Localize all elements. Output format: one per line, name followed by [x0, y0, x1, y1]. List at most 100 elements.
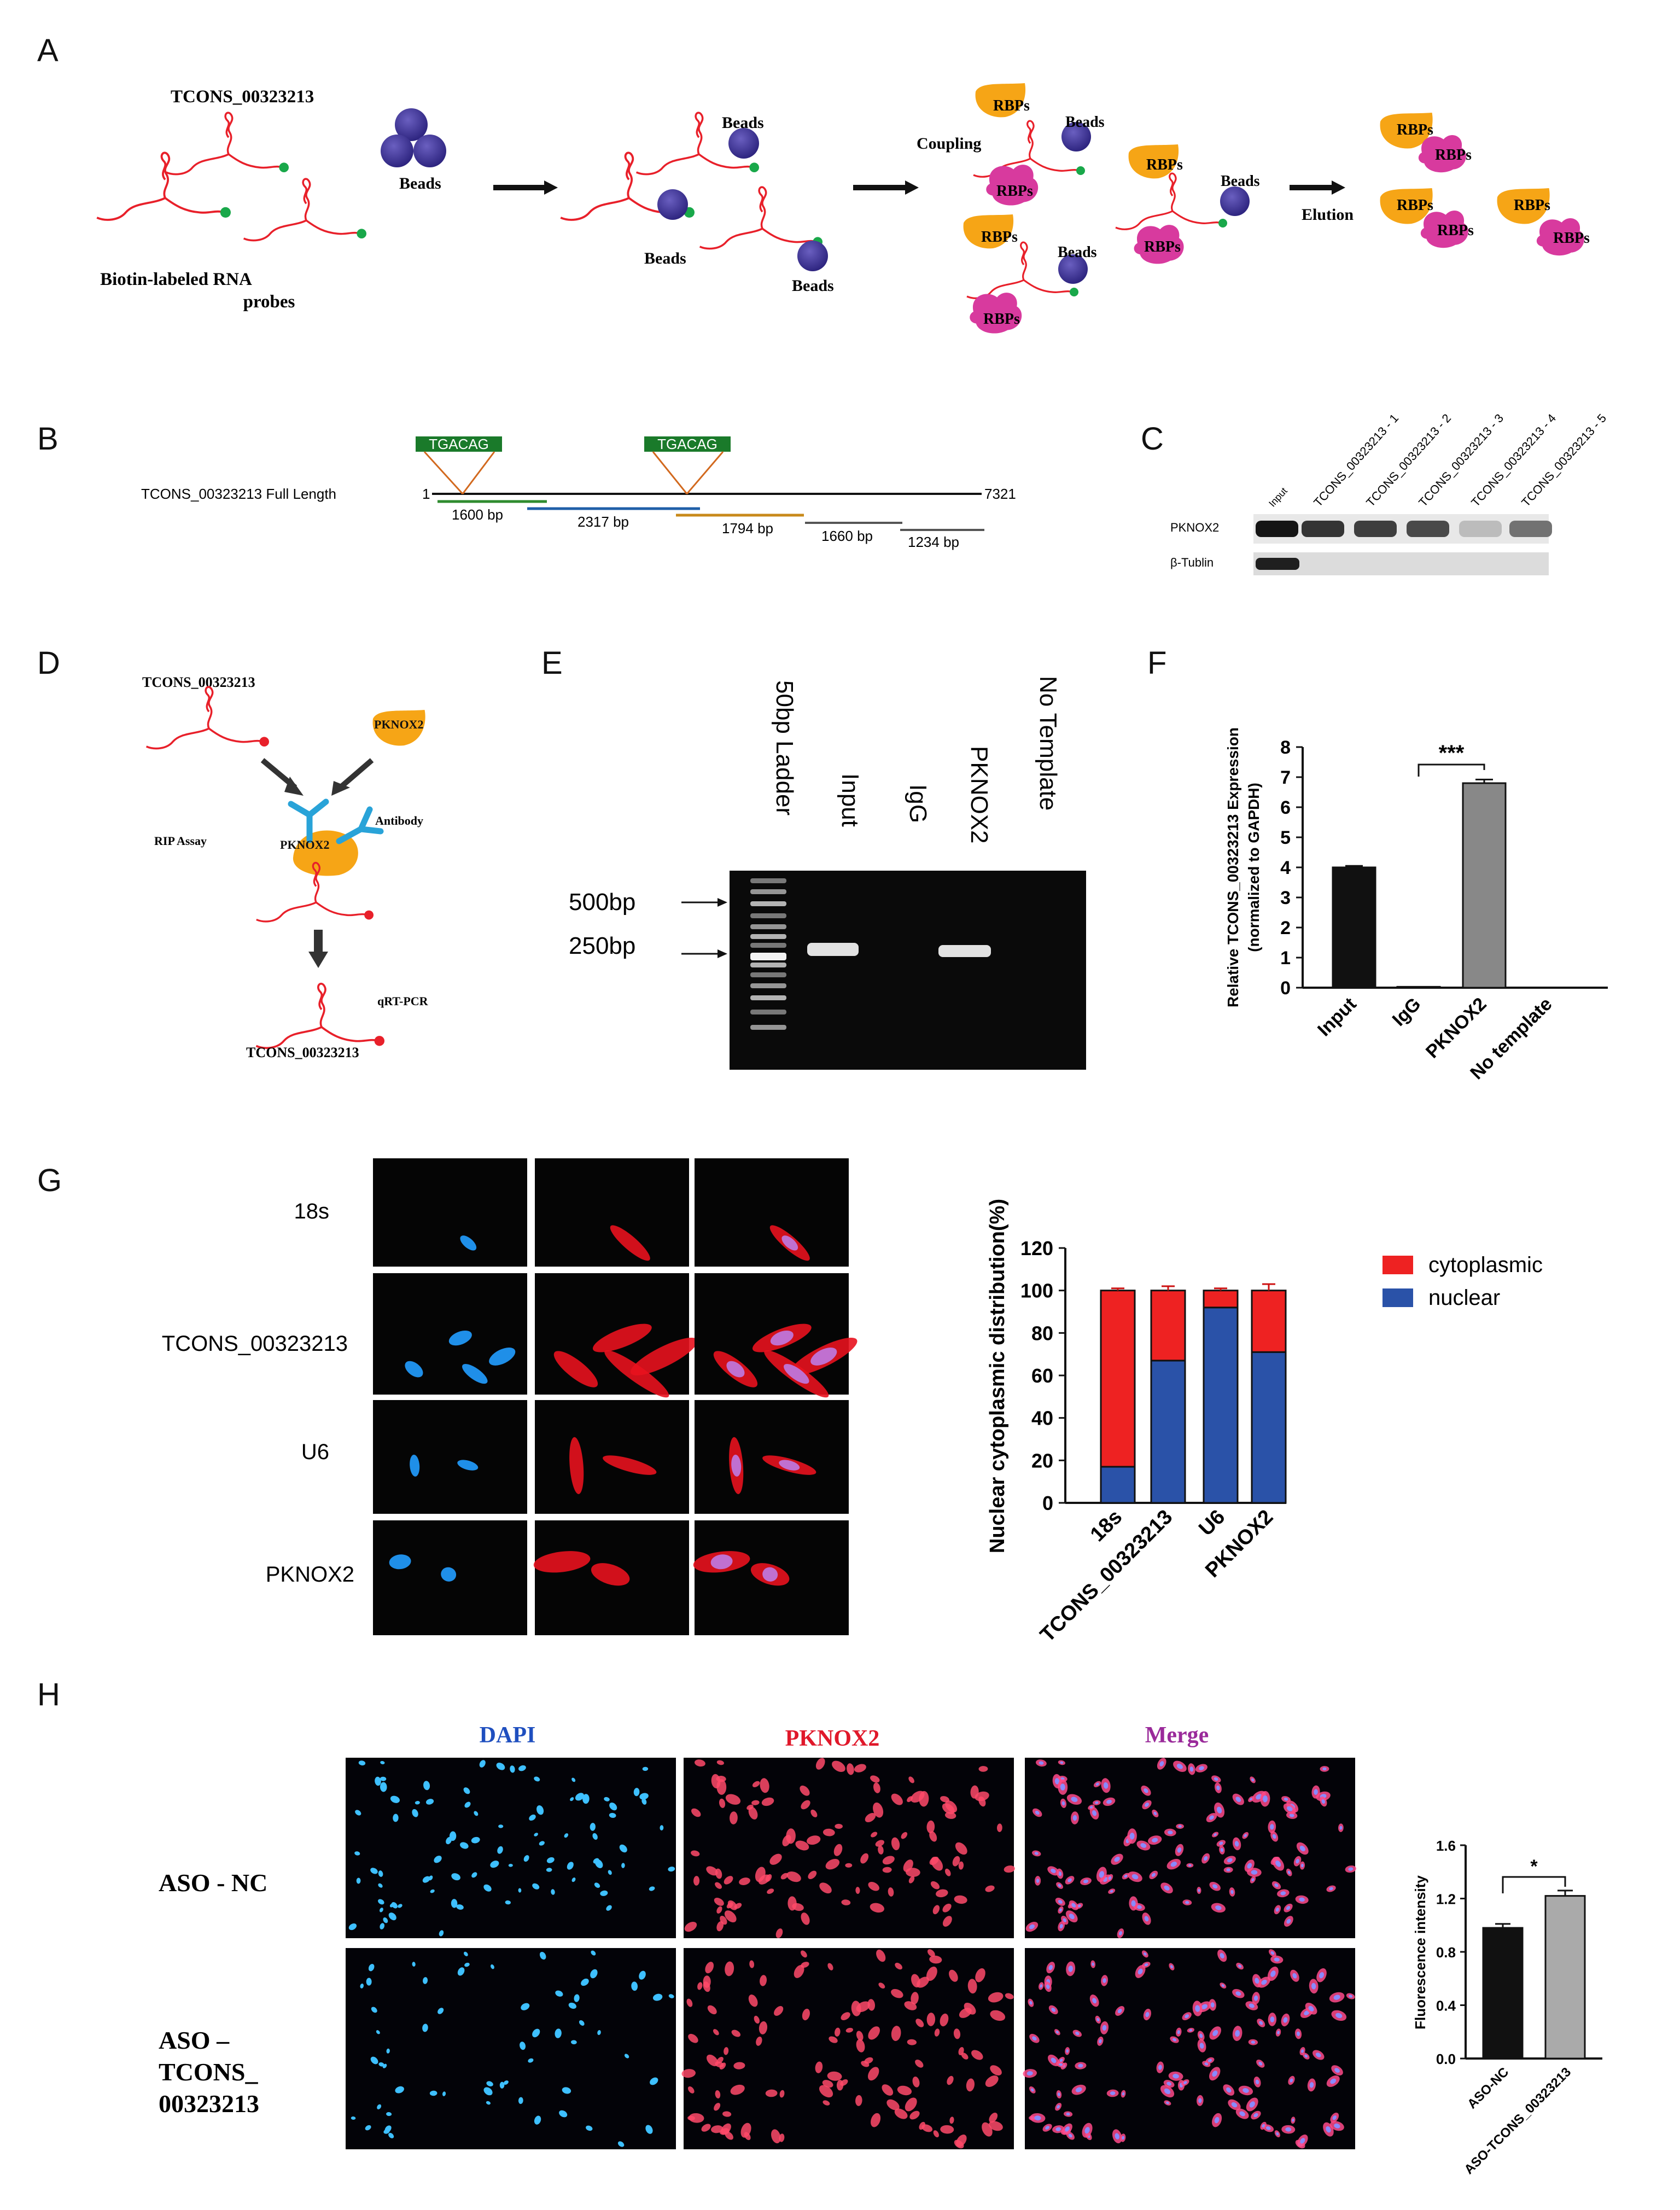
cell-red	[835, 2027, 841, 2037]
nucleus-merge	[1189, 2029, 1193, 2032]
micrograph-field	[681, 1948, 1014, 2149]
cell-red	[876, 1949, 886, 1962]
cell-red	[940, 2125, 954, 2134]
nucleus-merge	[1216, 1806, 1222, 1814]
nucleus-blue	[474, 1811, 479, 1816]
nucleus-blue	[539, 1951, 546, 1960]
nucleus-merge	[1296, 1859, 1299, 1864]
position-end: 7321	[984, 486, 1016, 502]
cell-red	[867, 1999, 876, 2011]
cell-red	[856, 2031, 864, 2041]
cell-red	[932, 1905, 940, 1915]
cell-red	[687, 2086, 695, 2094]
nucleus-blue	[412, 1962, 416, 1967]
nucleus-merge	[1287, 1870, 1291, 1874]
cell-red	[695, 1759, 705, 1767]
nucleus-blue	[496, 1763, 505, 1770]
arrow-icon	[1290, 180, 1345, 195]
nucleus-merge	[1103, 1782, 1109, 1789]
nucleus-blue	[639, 1970, 646, 1980]
nucleus-merge	[1214, 2116, 1220, 2124]
gel-lane-label: No Template	[1035, 676, 1061, 810]
pknox2-label: PKNOX2	[374, 718, 423, 731]
nucleus-merge	[1270, 1970, 1276, 1977]
cell-red	[868, 2026, 880, 2040]
nucleus-blue	[581, 1978, 589, 1986]
nucleus-merge	[1066, 2113, 1070, 2116]
cell-red	[942, 1916, 952, 1927]
nucleus-blue	[377, 2104, 382, 2109]
nucleus-merge	[1199, 2043, 1204, 2049]
cell-red	[800, 1950, 807, 1958]
nucleus-merge	[1212, 1884, 1218, 1889]
cell-red	[955, 1842, 967, 1855]
nucleus-merge	[1235, 1797, 1241, 1802]
nucleus-merge	[1249, 2101, 1255, 2108]
gel-lane-label: PKNOX2	[966, 746, 993, 844]
arrow-icon	[681, 898, 727, 958]
nucleus-blue	[518, 2097, 523, 2104]
nucleus-merge	[1153, 1811, 1157, 1816]
y-tick-label: 20	[1031, 1449, 1053, 1472]
nucleus-blue	[591, 1950, 596, 1956]
cell-red	[748, 1806, 758, 1820]
nucleus-merge	[1057, 2105, 1060, 2109]
nucleus-merge	[1185, 1900, 1189, 1904]
cell-red	[871, 1832, 878, 1838]
cell-red	[701, 2124, 711, 2132]
cell-red	[714, 1898, 724, 1906]
cell-red	[822, 2100, 830, 2106]
cell-red	[868, 1881, 879, 1891]
micrograph-field	[684, 1758, 1015, 1938]
cell-red	[882, 2084, 894, 2096]
nucleus-blue	[389, 1554, 411, 1570]
nucleus-merge	[1247, 1863, 1252, 1869]
cell-red	[716, 2057, 724, 2064]
nucleus-blue	[639, 1793, 649, 1800]
stacked-bar-cytoplasmic	[1150, 1290, 1186, 1362]
nucleus-merge	[1131, 1900, 1136, 1907]
cell-red	[724, 1876, 733, 1885]
nucleus-merge	[710, 1554, 733, 1570]
blot-band-tubulin	[1256, 558, 1299, 570]
cell-red	[966, 2078, 975, 2092]
nucleus-blue	[388, 1912, 396, 1921]
nucleus-merge	[1216, 1785, 1220, 1791]
nucleus-merge	[1301, 1863, 1304, 1868]
cell-red	[746, 1804, 754, 1810]
nucleus-blue	[412, 1809, 418, 1817]
nucleus-merge	[1055, 2127, 1061, 2131]
nucleus-merge	[1095, 1801, 1099, 1804]
lane-label: TCONS_00323213 - 1	[1311, 411, 1401, 509]
cell-red	[871, 2113, 881, 2127]
cell-red	[894, 2108, 908, 2119]
nucleus-blue	[528, 2058, 534, 2063]
cell-red	[855, 1887, 860, 1894]
cell-red	[926, 1966, 937, 1981]
nucleus-blue	[471, 1872, 477, 1878]
nucleus-merge	[1309, 2082, 1314, 2088]
nucleus-merge	[1251, 1870, 1258, 1875]
nucleus-blue	[355, 1810, 361, 1816]
nucleus-merge	[1166, 2101, 1169, 2104]
cell-red	[875, 1840, 885, 1847]
nucleus-merge	[1131, 1874, 1139, 1880]
y-axis-title: Fluorescence intensity	[1412, 1875, 1428, 2030]
nucleus-merge	[1259, 2021, 1263, 2025]
nucleus-blue	[378, 1870, 383, 1877]
nucleus-merge	[1212, 2071, 1217, 2077]
nucleus-blue	[608, 1870, 612, 1875]
nucleus-blue	[546, 1868, 552, 1872]
y-tick-label: 80	[1031, 1322, 1053, 1344]
y-tick-label: 1.6	[1436, 1838, 1456, 1854]
nucleus-merge	[1235, 1991, 1241, 1996]
col-label-merge: Merge	[1145, 1723, 1209, 1748]
nucleus-blue	[479, 1760, 486, 1768]
y-tick-label: 1.2	[1436, 1891, 1456, 1908]
nucleus-blue	[592, 1833, 598, 1840]
micrograph-tile	[695, 1400, 849, 1514]
cell-red	[1004, 1865, 1015, 1873]
cell-red	[929, 1955, 942, 1964]
rna-probe-icon	[243, 178, 366, 242]
